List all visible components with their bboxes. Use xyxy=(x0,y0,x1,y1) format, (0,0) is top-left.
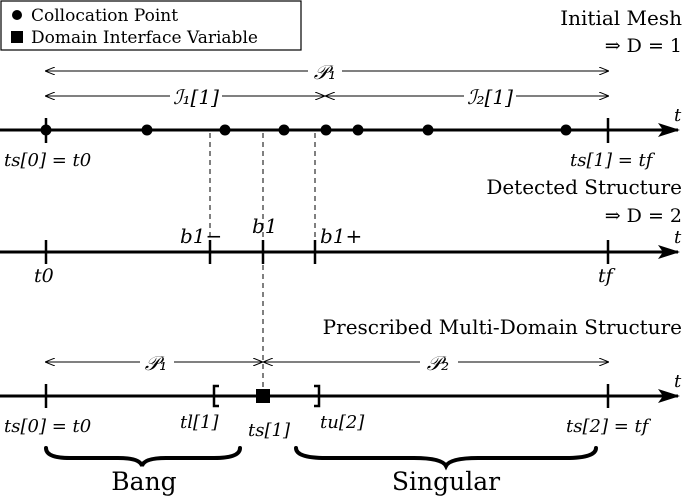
panel3-ts-label: ts[1] xyxy=(248,420,291,441)
panel1-p1-label: 𝒫₁ xyxy=(314,60,336,84)
panel2-b1-plus-label: b1+ xyxy=(320,224,362,248)
panel-detected-structure: Detected Structure ⇒ D = 2 t b1− b1 b1+ … xyxy=(0,133,682,287)
collocation-point xyxy=(320,124,332,136)
bang-brace xyxy=(44,446,242,467)
legend: Collocation Point Domain Interface Varia… xyxy=(0,0,302,51)
panel3-axis-var: t xyxy=(674,371,682,392)
collocation-point xyxy=(219,124,231,136)
singular-brace xyxy=(294,446,598,471)
singular-label: Singular xyxy=(392,467,500,496)
collocation-point xyxy=(40,124,52,136)
panel3-title: Prescribed Multi-Domain Structure xyxy=(323,315,682,339)
collocation-point xyxy=(278,124,290,136)
panel-prescribed-structure: Prescribed Multi-Domain Structure 𝒫₁ 𝒫₂ … xyxy=(0,256,682,496)
panel3-left-endpoint-label: ts[0] = t0 xyxy=(4,416,91,437)
panel2-t0-label: t0 xyxy=(34,265,54,287)
legend-interface-label: Domain Interface Variable xyxy=(31,28,258,48)
collocation-point-legend-icon xyxy=(12,10,22,20)
panel1-subtitle: ⇒ D = 1 xyxy=(605,35,682,57)
panel2-b1-label: b1 xyxy=(252,214,278,238)
panel1-title: Initial Mesh xyxy=(560,6,682,30)
interface-variable-legend-icon xyxy=(11,31,23,43)
panel2-subtitle: ⇒ D = 2 xyxy=(605,205,682,227)
panel1-i1-label: ℐ₁[1] xyxy=(173,85,219,109)
panel3-p1-label: 𝒫₁ xyxy=(145,351,167,375)
legend-collocation-label: Collocation Point xyxy=(31,6,178,26)
upper-bound-bracket xyxy=(314,384,321,408)
panel3-tl-label: tl[1] xyxy=(180,412,219,433)
panel3-right-endpoint-label: ts[2] = tf xyxy=(566,416,652,437)
collocation-point xyxy=(352,124,364,136)
panel2-b1-minus-label: b1− xyxy=(180,224,222,248)
panel2-title: Detected Structure xyxy=(486,175,682,199)
lower-bound-bracket xyxy=(212,384,219,408)
collocation-point xyxy=(422,124,434,136)
panel2-tf-label: tf xyxy=(598,265,616,287)
panel1-i2-label: ℐ₂[1] xyxy=(467,85,513,109)
panel3-tu-label: tu[2] xyxy=(320,412,365,433)
panel-initial-mesh: Initial Mesh ⇒ D = 1 𝒫₁ ℐ₁[1] ℐ₂[1] t ts… xyxy=(0,6,682,171)
panel2-axis-var: t xyxy=(674,227,682,248)
collocation-point xyxy=(560,124,572,136)
panel3-p2-label: 𝒫₂ xyxy=(427,351,449,375)
panel1-left-endpoint-label: ts[0] = t0 xyxy=(4,150,91,171)
panel1-axis-var: t xyxy=(674,105,682,126)
bang-label: Bang xyxy=(111,467,176,496)
panel1-right-endpoint-label: ts[1] = tf xyxy=(570,150,656,171)
collocation-point xyxy=(141,124,153,136)
domain-interface-variable xyxy=(256,389,270,403)
